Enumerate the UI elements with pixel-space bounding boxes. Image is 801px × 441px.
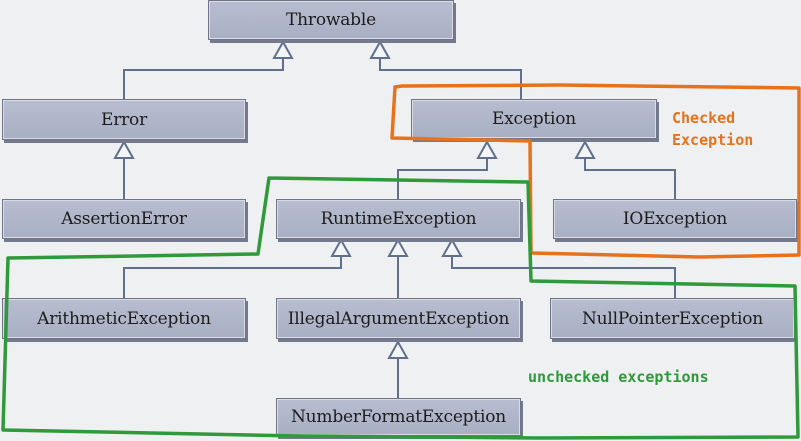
edge-error-to-throwable [123,58,284,99]
unchecked-exceptions-annotation: unchecked exceptions [528,368,709,386]
node-error-label: Error [100,109,148,130]
node-throwable: Throwable [208,0,454,40]
arrowhead-icon [369,39,391,59]
node-runtime-exception: RuntimeException [276,199,521,239]
node-io-exception: IOException [553,199,797,239]
node-number-format-exception-label: NumberFormatException [290,407,507,427]
node-number-format-exception: NumberFormatException [276,398,521,436]
arrowhead-icon [441,237,463,257]
edge-arithmeticexception-to-runtimeexception [123,256,342,298]
node-arithmetic-exception-label: ArithmeticException [37,308,211,329]
arrowhead-icon [330,237,352,257]
node-throwable-label: Throwable [286,10,376,30]
node-illegal-argument-exception: IllegalArgumentException [276,298,521,339]
edge-nullpointerexception-to-runtimeexception [451,256,676,298]
arrowhead-icon [476,139,498,159]
node-null-pointer-exception-label: NullPointerException [582,308,763,329]
arrowhead-icon [272,39,294,59]
node-runtime-exception-label: RuntimeException [320,209,477,229]
node-assertion-error: AssertionError [2,199,246,239]
arrowhead-icon [387,237,409,257]
arrowhead-icon [574,139,596,159]
node-io-exception-label: IOException [622,209,728,229]
checked-exception-annotation: Checked Exception [672,107,753,151]
node-exception-label: Exception [491,109,577,129]
node-error: Error [2,99,246,140]
arrowhead-icon [113,139,135,159]
checked-annotation-line-1: Checked [672,109,736,127]
node-illegal-argument-exception-label: IllegalArgumentException [287,308,510,329]
arrowhead-icon [387,339,409,359]
edge-runtimeexception-to-exception [397,158,488,199]
edge-exception-to-throwable [379,58,522,99]
edge-ioexception-to-exception [584,158,676,199]
node-null-pointer-exception: NullPointerException [550,298,795,339]
node-arithmetic-exception: ArithmeticException [2,298,246,339]
node-exception: Exception [411,99,657,139]
checked-annotation-line-2: Exception [672,131,754,149]
node-assertion-error-label: AssertionError [61,209,187,229]
